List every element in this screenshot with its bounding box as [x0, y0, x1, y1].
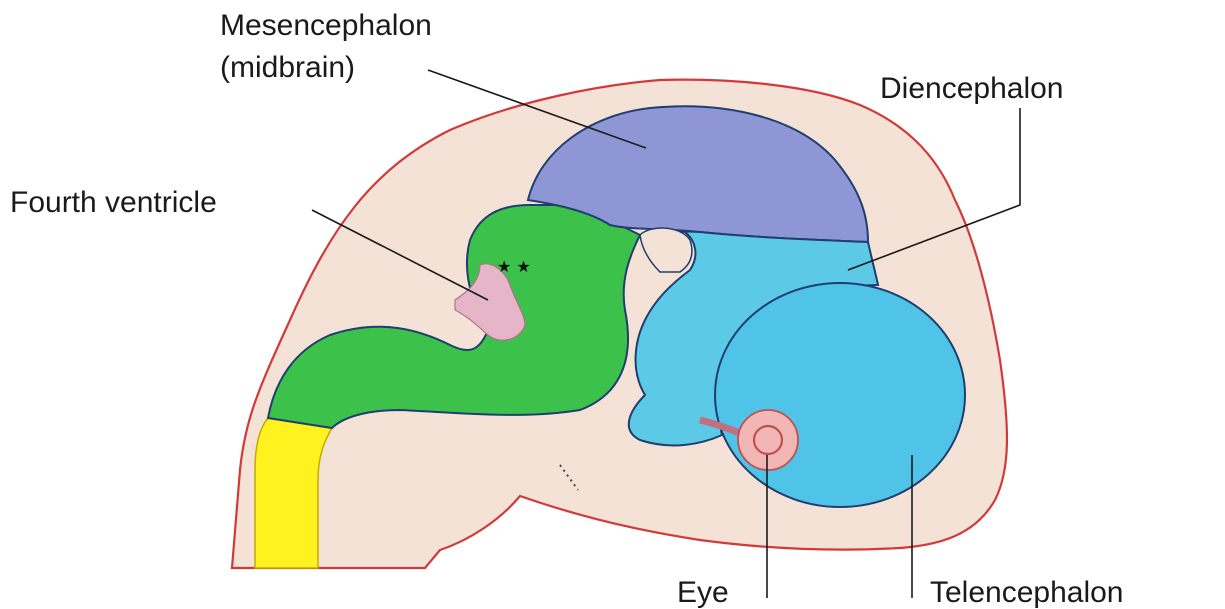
star-marks: ★ ★ [497, 257, 531, 276]
label-telencephalon: Telencephalon [930, 576, 1124, 609]
telencephalon [715, 283, 965, 507]
label-midbrain: (midbrain) [220, 51, 355, 84]
eye-cup [738, 410, 798, 470]
label-eye: Eye [677, 576, 729, 609]
label-fourth-ventricle: Fourth ventricle [10, 186, 217, 219]
label-mesencephalon: Mesencephalon [220, 9, 432, 42]
label-diencephalon: Diencephalon [880, 72, 1063, 105]
